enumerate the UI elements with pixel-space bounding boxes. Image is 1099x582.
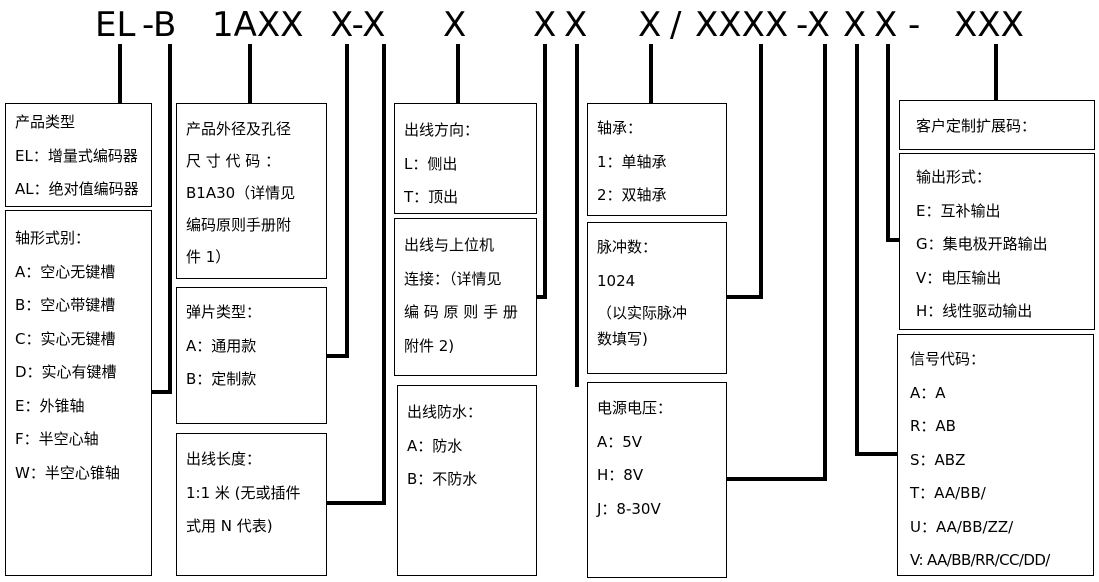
power-voltage-item: J：8-30V	[597, 499, 661, 518]
shaft-type-item: F：半空心轴	[15, 430, 99, 448]
code-x-b: X	[843, 5, 867, 45]
cable-direction-title: 出线方向：	[404, 121, 480, 139]
host-connection-line: 编 码 原 则 手 册	[404, 303, 518, 321]
code-x-a: -X	[796, 5, 830, 45]
product-type-item: AL：绝对值编码器	[15, 180, 139, 198]
shaft-type-box: 轴形式别： A：空心无键槽 B：空心带键槽 C：实心无键槽 D：实心有键槽 E：…	[5, 210, 152, 576]
cable-length-line: 1:1 米 (无或插件	[186, 483, 301, 502]
pulse-count-title: 脉冲数：	[597, 238, 658, 256]
custom-code-box: 客户定制扩展码：	[899, 100, 1095, 150]
code-x-4: X	[638, 5, 662, 45]
code-x-3: X	[564, 5, 588, 45]
custom-code-title: 客户定制扩展码：	[916, 117, 1037, 135]
product-type-title: 产品类型	[15, 113, 76, 131]
host-connection-line: 附件 2)	[404, 336, 455, 355]
spring-type-item: B：定制款	[186, 370, 257, 388]
connector-signal-code	[855, 44, 899, 456]
code-b: -B	[142, 5, 177, 45]
bearing-item: 2：双轴承	[597, 186, 667, 204]
output-form-item: G：集电极开路输出	[916, 235, 1048, 253]
code-x-x: X-X	[330, 5, 386, 45]
power-voltage-box: 电源电压： A：5V H：8V J：8-30V	[587, 382, 727, 578]
signal-code-item: U：AA/BB/ZZ/	[910, 517, 1014, 536]
connector-shaft-type	[150, 44, 172, 394]
shaft-type-item: A：空心无键槽	[15, 262, 116, 281]
code-slash: /	[670, 5, 682, 45]
connector-host-connection	[535, 44, 547, 299]
power-voltage-title: 电源电压：	[597, 399, 673, 417]
connector-pulse-count	[725, 44, 763, 299]
host-connection-line: 连接：（详情见	[404, 269, 502, 288]
shaft-type-title: 轴形式别：	[15, 229, 91, 247]
power-voltage-item: A：5V	[597, 432, 643, 451]
spring-type-item: A：通用款	[186, 336, 257, 355]
pulse-count-line: （以实际脉冲	[597, 304, 688, 322]
signal-code-box: 信号代码： A：A R：AB S：ABZ T：AA/BB/ U：AA/BB/ZZ…	[897, 334, 1094, 576]
pulse-count-line: 数填写)	[597, 330, 648, 348]
size-code-line: 编码原则手册附	[186, 216, 292, 234]
code-xxxx: XXXX	[695, 5, 789, 45]
signal-code-title: 信号代码：	[910, 350, 986, 368]
shaft-type-item: E：外锥轴	[15, 396, 85, 415]
waterproof-item: B：不防水	[407, 470, 478, 488]
product-type-item: EL：增量式编码器	[15, 146, 138, 165]
size-code-line: 产品外径及孔径	[186, 120, 292, 138]
spring-type-title: 弹片类型：	[186, 303, 262, 321]
size-code-line: B1A30（详情见	[186, 184, 296, 202]
size-code-line: 件 1）	[186, 248, 231, 266]
size-code-box: 产品外径及孔径 尺 寸 代 码 ： B1A30（详情见 编码原则手册附 件 1）	[176, 103, 327, 279]
signal-code-item: A：A	[910, 383, 946, 402]
size-code-line: 尺 寸 代 码 ：	[186, 152, 281, 170]
cable-direction-item: T：顶出	[404, 188, 459, 206]
cable-length-line: 式用 N 代表)	[186, 517, 273, 535]
output-form-item: H：线性驱动输出	[916, 302, 1033, 320]
code-el: EL	[95, 5, 136, 45]
cable-direction-box: 出线方向： L：侧出 T：顶出	[394, 103, 537, 214]
code-x-2: X	[533, 5, 557, 45]
output-form-item: E：互补输出	[916, 201, 1001, 220]
cable-length-title: 出线长度：	[186, 450, 262, 468]
power-voltage-item: H：8V	[597, 466, 644, 484]
waterproof-title: 出线防水：	[407, 403, 483, 421]
shaft-type-item: W：半空心锥轴	[15, 463, 120, 482]
host-connection-box: 出线与上位机 连接：（详情见 编 码 原 则 手 册 附件 2)	[394, 218, 537, 376]
signal-code-item: T：AA/BB/	[910, 484, 986, 502]
product-type-box: 产品类型 EL：增量式编码器 AL：绝对值编码器	[5, 103, 152, 207]
signal-code-item: S：ABZ	[910, 450, 966, 469]
bearing-title: 轴承：	[597, 119, 643, 137]
cable-length-box: 出线长度： 1:1 米 (无或插件 式用 N 代表)	[176, 433, 327, 576]
signal-code-item: R：AB	[910, 417, 956, 435]
spring-type-box: 弹片类型： A：通用款 B：定制款	[176, 287, 327, 424]
signal-code-item: V: AA/BB/RR/CC/DD/	[910, 551, 1050, 569]
waterproof-box: 出线防水： A：防水 B：不防水	[397, 385, 537, 576]
connector-output-form	[886, 44, 901, 242]
pulse-count-box: 脉冲数： 1024 （以实际脉冲 数填写)	[587, 222, 727, 374]
cable-direction-item: L：侧出	[404, 154, 458, 173]
output-form-title: 输出形式：	[916, 168, 992, 186]
shaft-type-item: D：实心有键槽	[15, 363, 117, 381]
code-xxx: XXX	[954, 5, 1024, 45]
bearing-box: 轴承： 1：单轴承 2：双轴承	[587, 103, 727, 216]
shaft-type-item: C：实心无键槽	[15, 329, 116, 348]
host-connection-line: 出线与上位机	[404, 236, 495, 254]
pulse-count-line: 1024	[597, 271, 636, 290]
connector-power-voltage	[725, 44, 827, 481]
code-dash: -	[908, 5, 921, 45]
bearing-item: 1：单轴承	[597, 152, 667, 171]
code-x-1: X	[443, 5, 467, 45]
code-1axx: 1AXX	[212, 5, 304, 45]
waterproof-item: A：防水	[407, 436, 463, 455]
output-form-item: V：电压输出	[916, 268, 1002, 287]
output-form-box: 输出形式： E：互补输出 G：集电极开路输出 V：电压输出 H：线性驱动输出	[899, 153, 1095, 330]
code-x-c: X	[874, 5, 898, 45]
shaft-type-item: B：空心带键槽	[15, 296, 116, 314]
connector-cable-length	[325, 44, 386, 505]
connector-spring-type	[325, 44, 349, 358]
